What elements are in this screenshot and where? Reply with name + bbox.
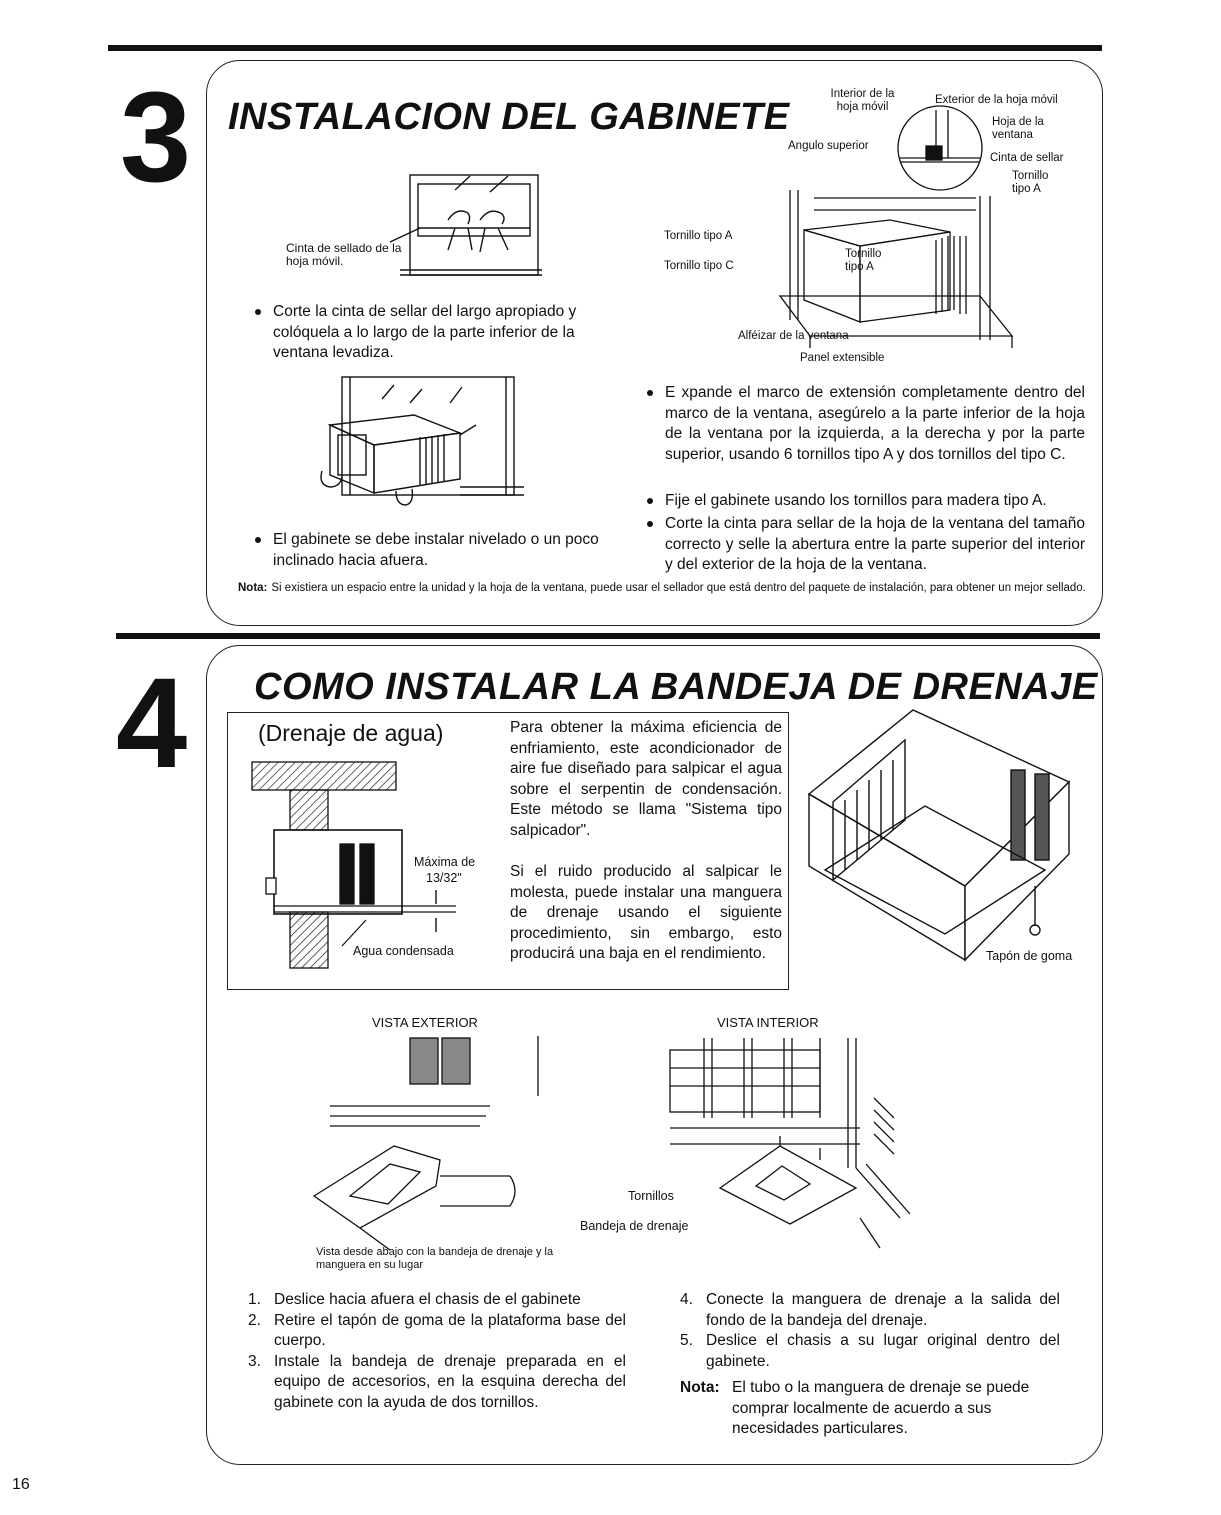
bullet-dot	[255, 537, 261, 543]
steps-left-list: 1.Deslice hacia afuera el chasis de el g…	[248, 1290, 626, 1413]
bullet-text: El gabinete se debe instalar nivelado o …	[273, 531, 599, 569]
fig1-callout: Cinta de sellado de la hoja móvil.	[286, 241, 402, 268]
cabinet-insertion-illustration	[320, 376, 524, 506]
bullet-text: Fije el gabinete usando los tornillos pa…	[665, 492, 1047, 509]
section-4-title: COMO INSTALAR LA BANDEJA DE DRENAJE	[254, 666, 1098, 708]
note-text: El tubo o la manguera de drenaje se pued…	[732, 1379, 1030, 1437]
fig3-tornillo-a: Tornillo tipo A	[664, 230, 733, 242]
fig3-cinta-sellar: Cinta de sellar	[990, 152, 1064, 164]
vista-exterior-label: VISTA EXTERIOR	[372, 1015, 478, 1030]
fig3-hoja-ventana: Hoja de la ventana	[992, 116, 1044, 141]
drain-maxima: Máxima de	[414, 855, 476, 869]
step-item: 4.Conecte la manguera de drenaje a la sa…	[680, 1291, 1060, 1329]
fig3-alfeizar: Alféizar de la ventana	[738, 330, 849, 342]
drain-box-subtitle: (Drenaje de agua)	[258, 720, 444, 746]
splash-system-illustration	[251, 761, 456, 969]
note-text: Si existiera un espacio entre la unidad …	[271, 582, 1086, 594]
fig3-panel: Panel extensible	[800, 352, 885, 364]
bullet-text: Corte la cinta para sellar de la hoja de…	[665, 515, 1085, 573]
fig3-angulo: Angulo superior	[788, 140, 869, 152]
step-item: 2.Retire el tapón de goma de la platafor…	[248, 1311, 626, 1350]
section-4-top-rule	[116, 633, 1100, 639]
fig3-interior-hoja: Interior de la hoja móvil	[830, 88, 895, 113]
step-item: 1.Deslice hacia afuera el chasis de el g…	[248, 1291, 581, 1308]
section-3-note: Nota: Si existiera un espacio entre la u…	[238, 582, 1088, 595]
section-4-note: Nota: El tubo o la manguera de drenaje s…	[680, 1378, 1060, 1440]
exterior-view-illustration	[312, 1036, 539, 1251]
fig3-tornillo-c: Tornillo tipo C	[664, 260, 734, 272]
drain-agua: Agua condensada	[353, 944, 454, 958]
section-3-right-bullet-1: E xpande el marco de extensión completam…	[647, 383, 1085, 465]
fig3-tornillo-a-top: Tornillo tipo A	[1012, 170, 1049, 195]
note-label: Nota:	[680, 1379, 720, 1396]
ac-unit-illustration	[807, 709, 1071, 962]
note-label: Nota:	[238, 582, 268, 594]
window-tape-illustration	[389, 174, 542, 276]
section-3-top-rule	[108, 45, 1102, 51]
section-3-right-bullet-3: Corte la cinta para sellar de la hoja de…	[647, 514, 1085, 576]
drain-measure: 13/32"	[426, 871, 462, 885]
drain-info-box	[227, 712, 789, 990]
bullet-dot	[647, 498, 653, 504]
bullet-dot	[255, 309, 261, 315]
drain-paragraph-2: Si el ruido producido al salpicar le mol…	[510, 863, 782, 962]
step-item: 3.Instale la bandeja de drenaje preparad…	[248, 1352, 626, 1411]
drain-paragraph-1: Para obtener la máxima eficiencia de enf…	[510, 719, 782, 839]
bullet-dot	[647, 390, 653, 396]
bullet-dot	[647, 521, 653, 527]
section-3-panel	[206, 60, 1103, 626]
vista-desde-label: Vista desde abajo con la bandeja de dren…	[316, 1246, 554, 1271]
window-frame-screws-illustration	[778, 105, 1014, 348]
bullet-text: E xpande el marco de extensión completam…	[665, 384, 1085, 463]
step-3-number: 3	[120, 66, 192, 209]
section-3-right-bullet-2: Fije el gabinete usando los tornillos pa…	[647, 491, 1085, 512]
bullet-text: Corte la cinta de sellar del largo aprop…	[273, 303, 577, 361]
section-4-panel	[206, 645, 1103, 1465]
page-number: 16	[12, 1476, 30, 1493]
step-item: 5.Deslice el chasis a su lugar original …	[680, 1332, 1060, 1370]
steps-right-list: 4.Conecte la manguera de drenaje a la sa…	[680, 1290, 1060, 1372]
section-3-bullet-2: El gabinete se debe instalar nivelado o …	[255, 530, 615, 571]
bandeja-label: Bandeja de drenaje	[580, 1219, 689, 1233]
step-4-number: 4	[116, 652, 188, 795]
section-3-bullet-1: Corte la cinta de sellar del largo aprop…	[255, 302, 615, 364]
section-3-title: INSTALACION DEL GABINETE	[228, 96, 790, 138]
tapon-label: Tapón de goma	[986, 949, 1073, 963]
interior-view-illustration	[669, 1038, 911, 1249]
vista-interior-label: VISTA INTERIOR	[717, 1015, 819, 1030]
fig3-exterior-hoja: Exterior de la hoja móvil	[935, 94, 1058, 106]
fig3-tornillo-a-mid: Tornillo tipo A	[845, 248, 882, 273]
tornillos-label: Tornillos	[628, 1189, 674, 1203]
